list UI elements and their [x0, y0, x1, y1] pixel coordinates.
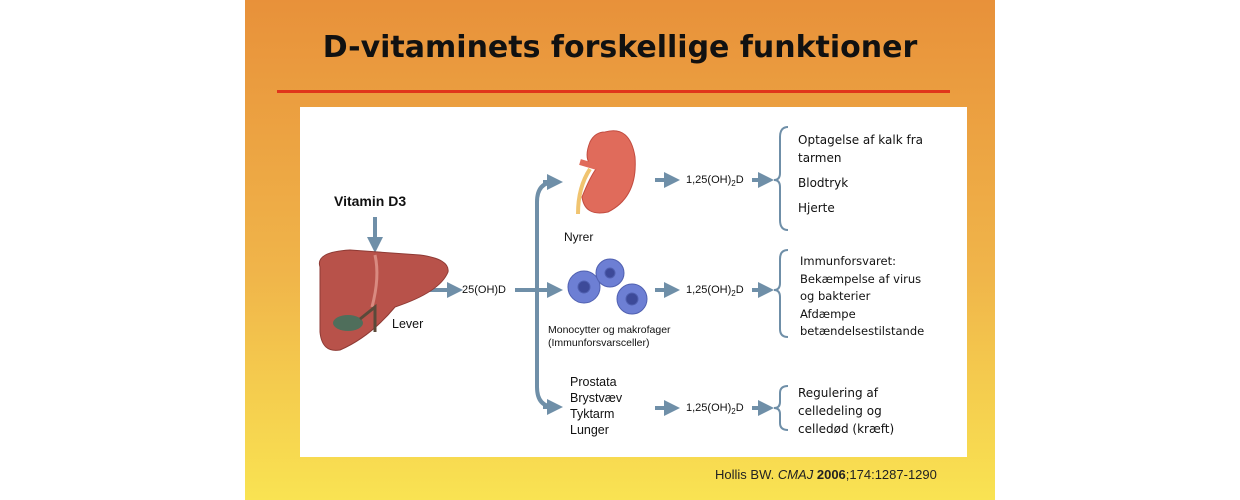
liver-illustration [318, 249, 449, 351]
branch-line [535, 180, 556, 409]
active-form-label: 1,25(OH)2D [686, 174, 744, 189]
metabolite-label: 25(OH)D [462, 284, 507, 296]
immune-effects: Immunforsvaret: Bekæmpelse af virus og b… [800, 254, 925, 338]
kidney-illustration [576, 130, 636, 215]
reference-citation: Hollis BW. CMAJ 2006;174:1287-1290 [715, 467, 937, 482]
diagram-graphics [318, 126, 789, 431]
kidney-effects: Optagelse af kalk fra tarmen Blodtryk Hj… [798, 133, 923, 215]
kidney-label: Nyrer [564, 230, 594, 244]
active-form-label: 1,25(OH)2D [686, 402, 744, 417]
cell-regulation-effects: Regulering af celledeling og celledød (k… [798, 386, 895, 436]
liver-label: Lever [392, 317, 424, 331]
active-form-label: 1,25(OH)2D [686, 284, 744, 299]
slide: D-vitaminets forskellige funktioner [245, 0, 995, 500]
slide-title: D-vitaminets forskellige funktioner [322, 30, 918, 65]
title-divider [277, 90, 950, 93]
vitamin-d3-label: Vitamin D3 [334, 193, 407, 209]
tissue-list: Prostata Brystvæv Tyktarm Lunger [570, 375, 623, 437]
immune-cells-label: Monocytter og makrofager (Immunforsvarsc… [548, 324, 671, 349]
braces [773, 126, 789, 431]
diagram-panel: Vitamin D3 Lever 25(OH)D Nyrer Monocytte… [300, 107, 967, 457]
immune-cells-illustration [567, 258, 648, 315]
